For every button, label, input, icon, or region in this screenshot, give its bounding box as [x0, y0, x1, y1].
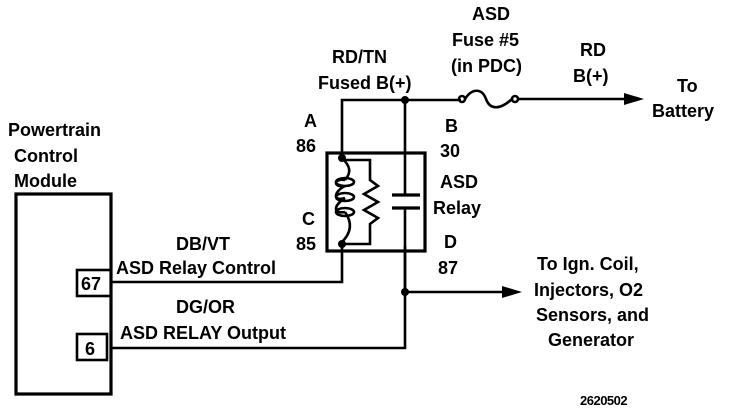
terminal-c-node: [338, 240, 346, 248]
coil-loop-1: [334, 176, 356, 188]
pin-6-box: [75, 332, 109, 362]
fuse-terminal-right: [510, 94, 520, 104]
terminal-c-letter: C: [302, 209, 315, 229]
coil-loop-2: [334, 191, 356, 203]
relay-label-line-2: Relay: [433, 198, 481, 218]
fuse-label-line-1: ASD: [472, 4, 510, 24]
coil-loop-3: [334, 206, 356, 218]
asd-relay: A 86 B 30 C 85 D 87 ASD Relay: [296, 100, 481, 292]
output-dest-line-2: Injectors, O2: [534, 280, 643, 300]
feed-label-line-1: RD/TN: [332, 47, 387, 67]
battery-arrow-icon: [624, 93, 644, 105]
wire-color-db-vt: DB/VT: [176, 234, 230, 254]
circuit-asd-relay-output: ASD RELAY Output: [120, 323, 286, 343]
load-output: To Ign. Coil, Injectors, O2 Sensors, and…: [401, 254, 649, 350]
battery-wire-label-line-2: B(+): [573, 66, 609, 86]
pcm-label-line-1: Powertrain: [8, 120, 101, 140]
pin-6-label: 6: [85, 339, 95, 359]
loads-arrow-icon: [502, 286, 522, 298]
fuse-symbol: [463, 89, 513, 109]
pcm-label-line-2: Control: [14, 146, 78, 166]
power-feed: RD/TN Fused B(+) ASD Fuse #5 (in PDC) RD…: [318, 4, 714, 153]
relay-box: [325, 151, 427, 253]
battery-dest-line-2: Battery: [652, 101, 714, 121]
resistor-symbol: [342, 158, 381, 246]
wire-db-vt: [111, 244, 344, 284]
terminal-a-number: 86: [296, 136, 316, 156]
pcm-label-line-3: Module: [14, 171, 77, 191]
terminal-c-number: 85: [296, 234, 316, 254]
wire-color-dg-or: DG/OR: [176, 297, 235, 317]
feed-label-line-2: Fused B(+): [318, 73, 412, 93]
figure-id: 2620502: [580, 393, 627, 408]
relay-label-line-1: ASD: [440, 172, 478, 192]
pcm-block: Powertrain Control Module 67 6: [8, 120, 113, 396]
battery-dest-line-1: To: [677, 76, 698, 96]
fuse-label-line-3: (in PDC): [451, 56, 522, 76]
output-dest-line-3: Sensors, and: [536, 305, 649, 325]
terminal-d-letter: D: [444, 232, 457, 252]
control-wire: DB/VT ASD Relay Control: [111, 234, 344, 284]
battery-wire-label-line-1: RD: [580, 40, 606, 60]
terminal-d-number: 87: [438, 258, 458, 278]
pcm-box: [14, 192, 113, 396]
circuit-asd-relay-control: ASD Relay Control: [116, 258, 276, 278]
wire-rd-tn: [340, 98, 461, 153]
fuse-terminal-left: [457, 94, 467, 104]
terminal-a-letter: A: [304, 111, 317, 131]
terminal-b-letter: B: [445, 116, 458, 136]
output-dest-line-1: To Ign. Coil,: [537, 254, 639, 274]
terminal-b-number: 30: [440, 141, 460, 161]
pin-67-label: 67: [81, 274, 101, 294]
output-dest-line-4: Generator: [548, 330, 634, 350]
feed-splice-node: [401, 96, 409, 104]
terminal-a-node: [338, 154, 346, 162]
fuse-label-line-2: Fuse #5: [452, 30, 519, 50]
